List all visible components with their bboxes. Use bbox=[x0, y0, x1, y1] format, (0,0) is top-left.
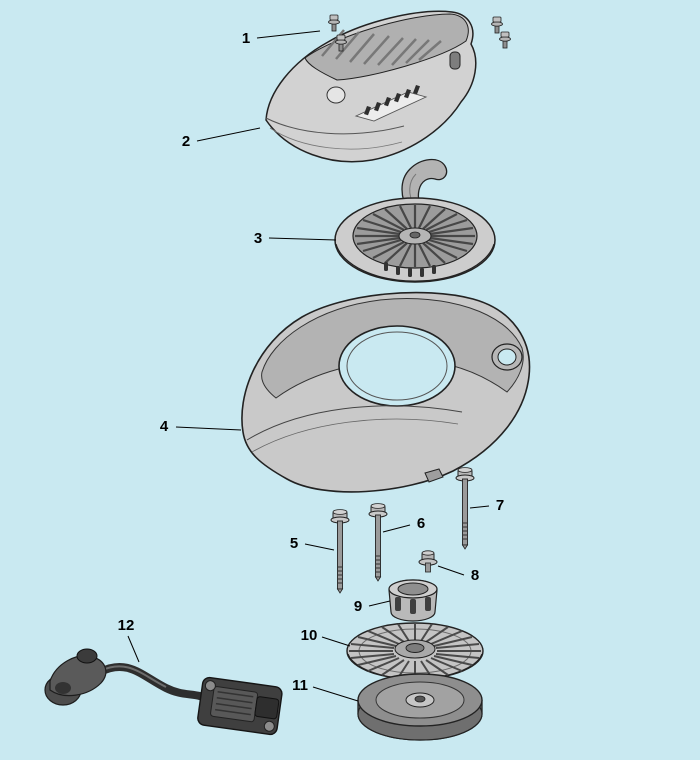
callout-7: 7 bbox=[469, 497, 504, 514]
callout-10: 10 bbox=[301, 627, 351, 647]
callout-label-11: 11 bbox=[292, 677, 308, 694]
part-bolt-8 bbox=[418, 550, 438, 573]
callout-12: 12 bbox=[118, 617, 140, 663]
part-bolt-5 bbox=[330, 509, 350, 594]
callouts: 1 2 3 4 5 6 7 8 bbox=[118, 30, 504, 702]
part-cover-screws bbox=[328, 14, 511, 52]
callout-5: 5 bbox=[290, 535, 335, 552]
callout-1: 1 bbox=[242, 30, 321, 47]
part-starter-cup bbox=[388, 579, 438, 622]
callout-label-3: 3 bbox=[254, 230, 262, 247]
callout-label-6: 6 bbox=[417, 515, 425, 532]
screw bbox=[328, 14, 340, 32]
callout-4: 4 bbox=[160, 418, 242, 435]
part-recoil-starter bbox=[334, 158, 496, 283]
callout-8: 8 bbox=[437, 565, 479, 584]
part-flywheel bbox=[357, 673, 483, 741]
part-ignition-coil bbox=[44, 648, 283, 736]
callout-label-5: 5 bbox=[290, 535, 298, 552]
screw bbox=[335, 34, 347, 52]
part-flywheel-fan bbox=[346, 622, 484, 680]
callout-label-12: 12 bbox=[118, 617, 135, 634]
screw bbox=[491, 16, 503, 34]
screw bbox=[499, 31, 511, 49]
callout-label-4: 4 bbox=[160, 418, 169, 435]
part-blower-housing bbox=[241, 291, 531, 493]
callout-label-8: 8 bbox=[471, 567, 479, 584]
callout-9: 9 bbox=[354, 598, 391, 615]
callout-label-9: 9 bbox=[354, 598, 362, 615]
callout-label-1: 1 bbox=[242, 30, 250, 47]
callout-2: 2 bbox=[182, 127, 261, 150]
callout-label-10: 10 bbox=[301, 627, 318, 644]
part-bolt-6 bbox=[368, 503, 388, 582]
callout-11: 11 bbox=[292, 677, 359, 702]
callout-3: 3 bbox=[254, 230, 337, 247]
part-bolt-7 bbox=[455, 467, 475, 550]
callout-label-7: 7 bbox=[496, 497, 504, 514]
callout-6: 6 bbox=[382, 515, 425, 533]
part-top-cover bbox=[265, 10, 477, 163]
callout-label-2: 2 bbox=[182, 133, 190, 150]
